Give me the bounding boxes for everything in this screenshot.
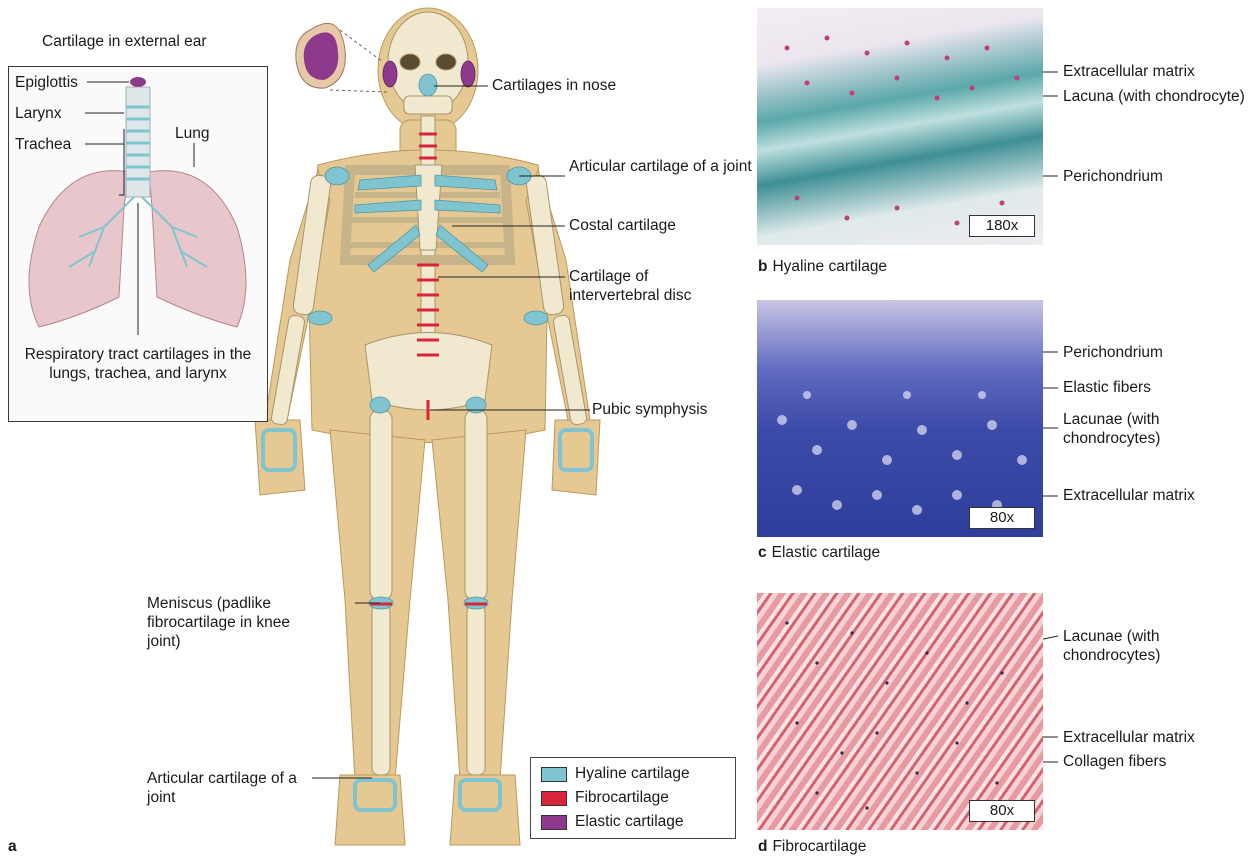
label-nose: Cartilages in nose [492,76,616,95]
legend-item-fibro: Fibrocartilage [541,787,669,809]
legend-item-hyaline: Hyaline cartilage [541,763,690,785]
fibro-cells [757,593,1043,830]
legend-label: Fibrocartilage [575,789,669,807]
label-respiratory-cartilages: Respiratory tract cartilages in the lung… [11,345,265,383]
panel-letter-d: d [758,838,767,855]
caption-d-text: Fibrocartilage [772,838,866,855]
label-fibro-lacunae: Lacunae (with chondrocytes) [1063,627,1253,665]
label-hyaline-perichondrium: Perichondrium [1063,167,1163,186]
label-articular-joint-lower: Articular cartilage of a joint [147,769,307,807]
external-ear-illustration [296,23,388,92]
panel-letter-b: b [758,258,767,275]
label-costal-cartilage: Costal cartilage [569,216,676,235]
label-fibro-ecm: Extracellular matrix [1063,728,1195,747]
legend: Hyaline cartilage Fibrocartilage Elastic… [530,757,736,839]
legend-swatch-elastic [541,815,567,830]
legend-swatch-fibro [541,791,567,806]
label-meniscus: Meniscus (padlike fibrocartilage in knee… [147,594,297,651]
label-fibro-collagen: Collagen fibers [1063,752,1166,771]
legend-item-elastic: Elastic cartilage [541,811,684,833]
label-intervertebral-disc: Cartilage of intervertebral disc [569,267,729,305]
label-articular-joint-upper: Articular cartilage of a joint [569,157,759,176]
label-trachea: Trachea [15,135,71,154]
caption-b-text: Hyaline cartilage [772,258,887,275]
label-hyaline-ecm: Extracellular matrix [1063,62,1195,81]
legend-label: Hyaline cartilage [575,765,690,783]
label-larynx: Larynx [15,104,62,123]
legend-swatch-hyaline [541,767,567,782]
label-pubic-symphysis: Pubic symphysis [592,400,707,419]
caption-c-text: Elastic cartilage [772,544,881,561]
caption-b: b Hyaline cartilage [758,258,887,276]
label-elastic-ecm: Extracellular matrix [1063,486,1195,505]
panel-letter-c: c [758,544,767,561]
micrograph-hyaline: 180x [757,8,1043,245]
label-external-ear: Cartilage in external ear [42,32,207,51]
legend-label: Elastic cartilage [575,813,684,831]
respiratory-inset: Epiglottis Larynx Trachea Lung Respirato… [8,66,268,422]
scale-bar-elastic: 80x [969,507,1035,529]
hyaline-cells [757,8,1043,245]
caption-c: c Elastic cartilage [758,544,880,562]
micrograph-elastic: 80x [757,300,1043,537]
label-epiglottis: Epiglottis [15,73,78,92]
elastic-cells [757,300,1043,537]
label-elastic-fibers: Elastic fibers [1063,378,1151,397]
micrograph-fibrocartilage: 80x [757,593,1043,830]
label-elastic-perichondrium: Perichondrium [1063,343,1163,362]
caption-d: d Fibrocartilage [758,838,866,856]
label-elastic-lacunae: Lacunae (with chondrocytes) [1063,410,1253,448]
label-lung: Lung [175,124,209,143]
scale-bar-hyaline: 180x [969,215,1035,237]
panel-letter-a: a [8,838,17,856]
scale-bar-fibro: 80x [969,800,1035,822]
label-hyaline-lacuna: Lacuna (with chondrocyte) [1063,87,1253,106]
